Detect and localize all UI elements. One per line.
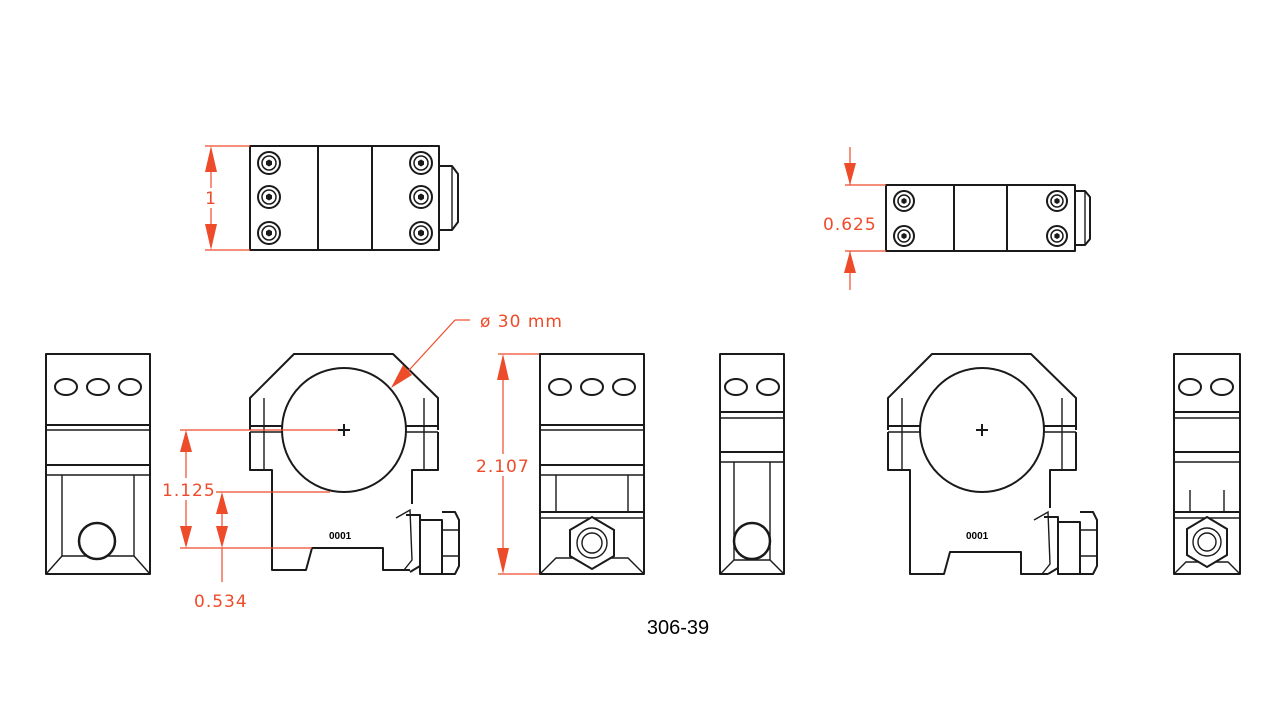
- part-number: 306-39: [647, 617, 709, 639]
- side-view-low-left: [719, 353, 785, 575]
- height-low-label: 0.625: [823, 215, 877, 235]
- ring-height-label: 2.107: [476, 457, 530, 477]
- top-view-low-ring: [885, 184, 1091, 252]
- dimension-height-low: 0.625: [823, 147, 886, 290]
- bore-diameter-label: ø 30 mm: [480, 312, 563, 332]
- front-view-high: 0001: [249, 353, 460, 575]
- side-view-low-right: [1173, 353, 1241, 575]
- dimension-bore-diameter: ø 30 mm: [391, 312, 563, 388]
- top-view-high-ring: [249, 145, 459, 251]
- height-high-label: 1: [205, 189, 217, 209]
- dimension-ring-height: 2.107: [474, 353, 540, 575]
- dimension-center-height: 1.125: [160, 429, 338, 549]
- dimension-base-height: 0.534: [194, 491, 330, 612]
- side-view-high-left: [45, 353, 151, 575]
- serial-marking-right: 0001: [966, 531, 989, 542]
- serial-marking-left: 0001: [329, 531, 352, 542]
- base-height-label: 0.534: [194, 592, 248, 612]
- side-view-high-right: [539, 353, 645, 575]
- center-height-label: 1.125: [162, 481, 216, 501]
- front-view-low: 0001: [887, 353, 1098, 575]
- dimension-height-high: 1: [203, 145, 250, 251]
